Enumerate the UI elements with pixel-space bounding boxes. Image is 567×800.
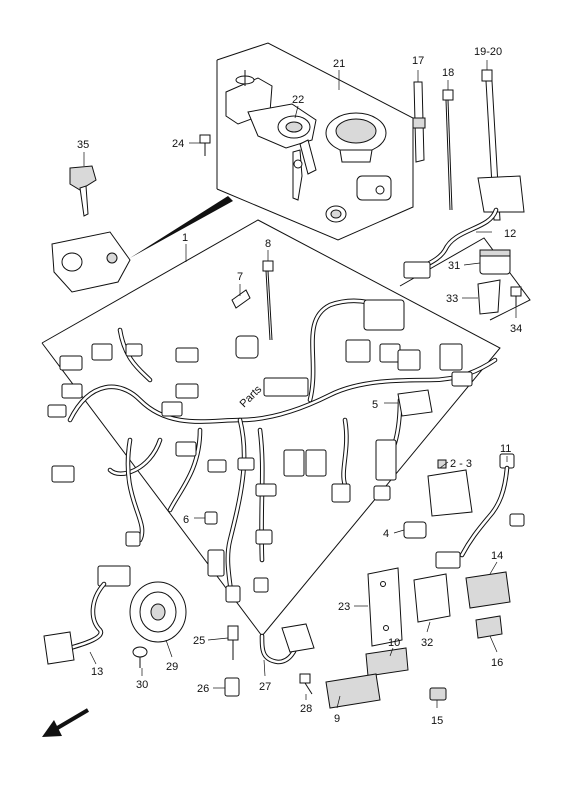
callout-34: 34 — [510, 323, 522, 335]
fuse-box-2-3 — [427, 459, 473, 517]
callout-12: 12 — [504, 228, 516, 240]
callout-26: 26 — [197, 683, 209, 695]
callout-31: 31 — [448, 260, 460, 272]
callout-28: 28 — [300, 703, 312, 715]
callout-19-20: 19-20 — [474, 46, 502, 58]
callout-8: 8 — [265, 238, 271, 250]
callout-18: 18 — [442, 67, 454, 79]
front-arrow-icon — [42, 708, 90, 737]
callout-15: 15 — [431, 715, 443, 727]
callout-33: 33 — [446, 293, 458, 305]
callout-5: 5 — [372, 399, 378, 411]
callout-23: 23 — [338, 601, 350, 613]
callout-25: 25 — [193, 635, 205, 647]
callout-11: 11 — [500, 443, 511, 455]
callout-22: 22 — [292, 94, 304, 106]
bolt-34 — [510, 286, 522, 306]
callout-10: 10 — [388, 637, 400, 649]
callout-4: 4 — [383, 528, 389, 540]
pad-9 — [325, 673, 381, 709]
relay-5 — [397, 389, 433, 417]
ignition-lock-set-frame — [216, 42, 414, 241]
sensor-27 — [259, 623, 315, 665]
callout-14: 14 — [491, 550, 503, 562]
callout-32: 32 — [421, 637, 433, 649]
callout-24: 24 — [172, 138, 184, 150]
lead-wire-11 — [435, 453, 525, 569]
bolt-28 — [299, 673, 313, 695]
bolt-24 — [199, 134, 211, 156]
band-7 — [231, 289, 251, 309]
callout-13: 13 — [91, 666, 103, 678]
callout-21: 21 — [333, 58, 345, 70]
lead-wire-12 — [403, 175, 525, 279]
watermark: Parts — [238, 383, 265, 410]
pad-16 — [475, 615, 503, 639]
lead-wire-13 — [43, 565, 131, 665]
ignition-key-35 — [69, 165, 97, 217]
callout-1: 1 — [182, 232, 188, 244]
horn-29 — [129, 581, 187, 643]
callout-29: 29 — [166, 661, 178, 673]
fuse-holder-4 — [403, 521, 427, 539]
callout-7: 7 — [237, 271, 243, 283]
callout-30: 30 — [136, 679, 148, 691]
callout-27: 27 — [259, 681, 271, 693]
clip-26 — [224, 677, 240, 697]
harness-clamp-17 — [412, 81, 426, 163]
callout-6: 6 — [183, 514, 189, 526]
relay-31 — [479, 249, 511, 275]
pad-10 — [365, 647, 409, 677]
leader-lines — [83, 60, 517, 709]
clamp-6 — [204, 511, 218, 525]
callout-labels: 1 2 - 3 4 5 6 7 8 9 10 11 12 13 14 15 16… — [77, 46, 522, 727]
clamp-8 — [262, 260, 274, 341]
callout-16: 16 — [491, 657, 503, 669]
bracket-assembly — [51, 231, 131, 293]
callout-9: 9 — [334, 713, 340, 725]
pad-14 — [465, 571, 511, 609]
callout-35: 35 — [77, 139, 89, 151]
switch-25 — [227, 625, 239, 660]
harness-connectors — [47, 299, 473, 603]
ignition-switch-set — [225, 70, 392, 223]
callout-17: 17 — [412, 55, 424, 67]
bolt-30 — [132, 646, 148, 668]
callout-2-3: 2 - 3 — [450, 458, 472, 470]
relay-bracket-33 — [477, 279, 501, 315]
cover-32 — [413, 573, 451, 623]
black-arrow-wedge — [130, 196, 233, 258]
cable-tie-18 — [442, 89, 454, 211]
pad-15 — [429, 687, 447, 701]
plate-23 — [367, 567, 403, 647]
